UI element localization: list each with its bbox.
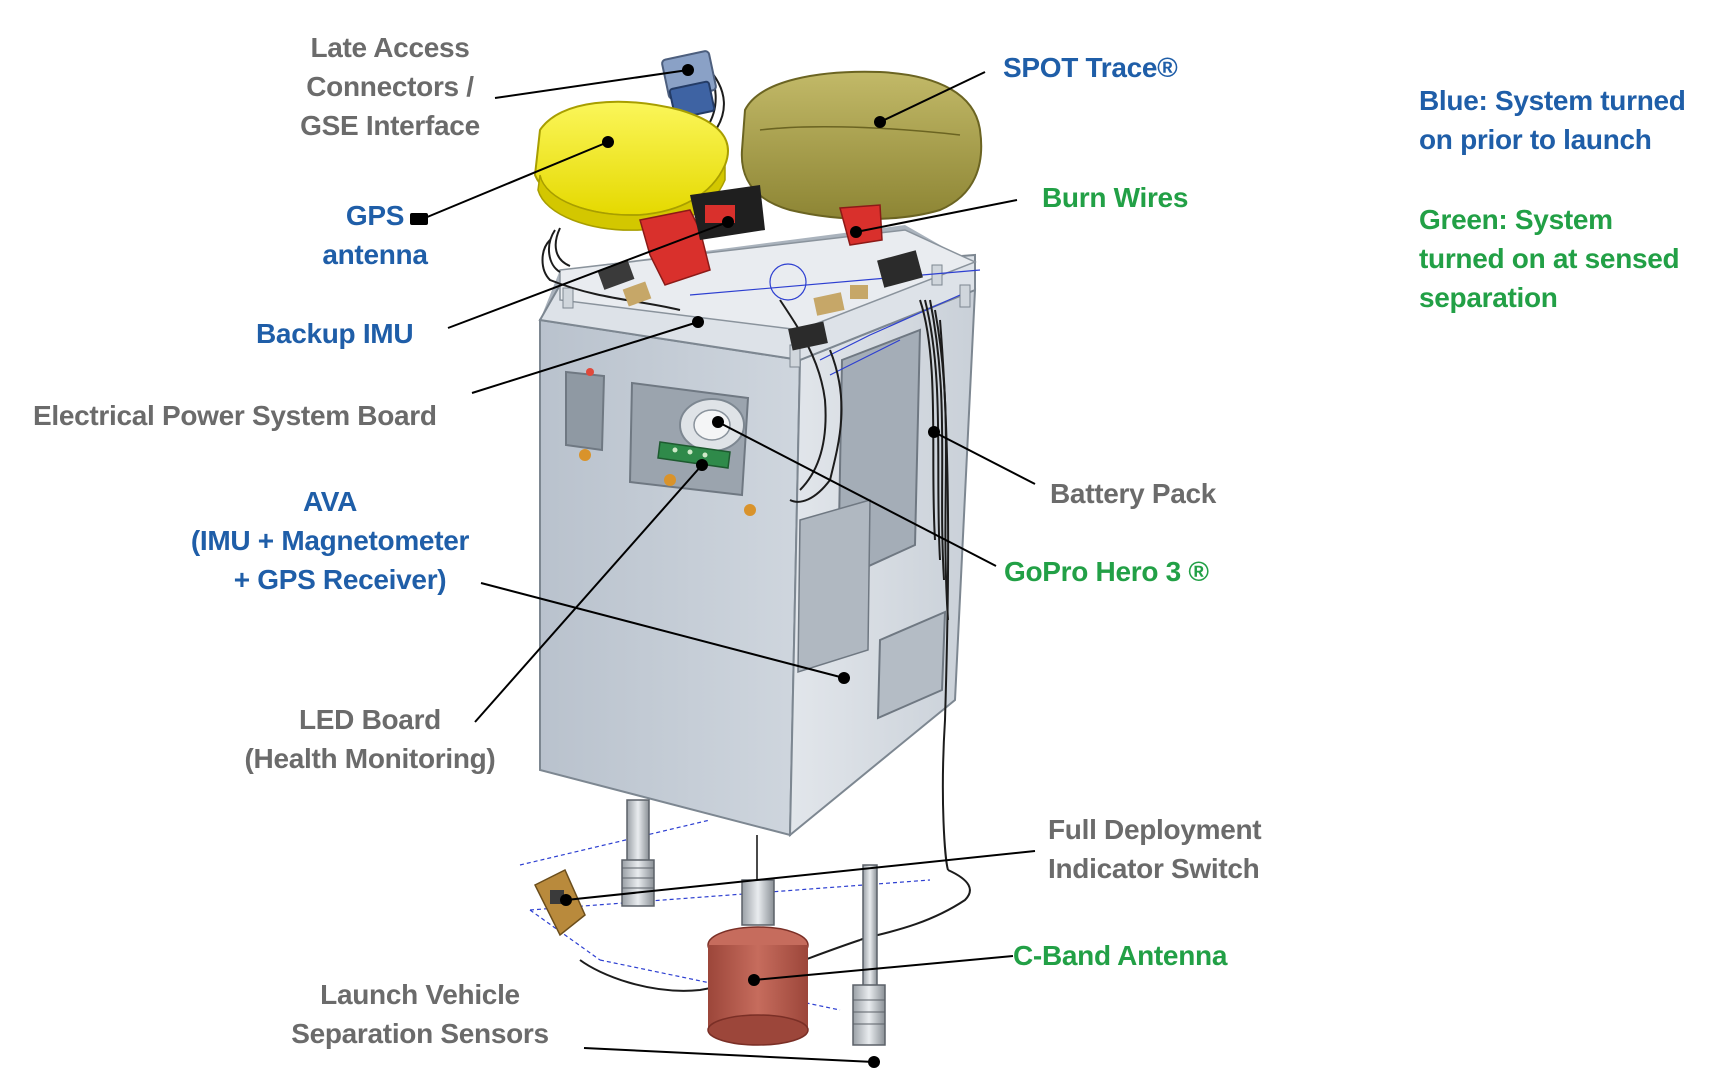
- wire-harness: [541, 59, 971, 992]
- label-c-band: C-Band Antenna: [1013, 940, 1228, 971]
- gopro-camera: [679, 398, 745, 452]
- harness-connectors: [597, 250, 923, 351]
- legend-blue-line1: Blue: System turned: [1419, 85, 1686, 116]
- label-ava-line3: + GPS Receiver): [233, 564, 447, 595]
- legend-green: Green: System turned on at sensed separa…: [1419, 200, 1680, 317]
- label-spot-trace: SPOT Trace®: [1003, 52, 1178, 83]
- label-lv-sensors-line2: Separation Sensors: [291, 1018, 549, 1049]
- label-late-access: Late Access Connectors / GSE Interface: [290, 28, 490, 145]
- label-ava-line2: (IMU + Magnetometer: [190, 525, 470, 556]
- label-led-board-line2: (Health Monitoring): [244, 743, 496, 774]
- label-lv-sensors: Launch Vehicle Separation Sensors: [270, 975, 570, 1053]
- legend-blue: Blue: System turned on prior to launch: [1419, 81, 1686, 159]
- deployment-switch: [533, 868, 586, 937]
- c-band-antenna: [707, 835, 809, 1046]
- label-backup-imu: Backup IMU: [256, 318, 414, 349]
- leader-dots: [410, 64, 940, 1068]
- label-late-access-line1: Late Access: [310, 32, 470, 63]
- label-ava-line1: AVA: [302, 486, 358, 517]
- label-gps-antenna-line1: GPS: [345, 200, 405, 231]
- label-gps-antenna-line2: antenna: [322, 239, 428, 270]
- label-led-board-line1: LED Board: [299, 704, 441, 735]
- separation-sensor-left: [621, 799, 655, 907]
- label-full-deployment-line1: Full Deployment: [1048, 814, 1262, 845]
- label-gps-antenna: GPS antenna: [300, 196, 450, 274]
- label-ava: AVA (IMU + Magnetometer + GPS Receiver): [160, 482, 500, 599]
- label-led-board: LED Board (Health Monitoring): [225, 700, 515, 778]
- legend-blue-line2: on prior to launch: [1419, 124, 1652, 155]
- label-late-access-line2: Connectors /: [306, 71, 474, 102]
- spot-trace-unit: [740, 70, 983, 220]
- legend-green-line3: separation: [1419, 282, 1558, 313]
- separation-sensor-right: [852, 864, 886, 1046]
- label-gopro: GoPro Hero 3 ®: [1004, 556, 1209, 587]
- label-lv-sensors-line1: Launch Vehicle: [320, 979, 520, 1010]
- label-burn-wires: Burn Wires: [1042, 182, 1189, 213]
- label-eps-board: Electrical Power System Board: [33, 400, 437, 431]
- avionics-frame: [538, 225, 977, 838]
- leader-lines: [419, 69, 1036, 1063]
- led-board: [657, 441, 731, 469]
- legend-green-line2: turned on at sensed: [1419, 243, 1680, 274]
- label-full-deployment: Full Deployment Indicator Switch: [1048, 810, 1262, 888]
- burn-wire-mounts: [639, 185, 883, 286]
- label-battery-pack: Battery Pack: [1050, 478, 1217, 509]
- label-late-access-line3: GSE Interface: [300, 110, 480, 141]
- label-full-deployment-line2: Indicator Switch: [1048, 853, 1260, 884]
- legend-green-line1: Green: System: [1419, 204, 1613, 235]
